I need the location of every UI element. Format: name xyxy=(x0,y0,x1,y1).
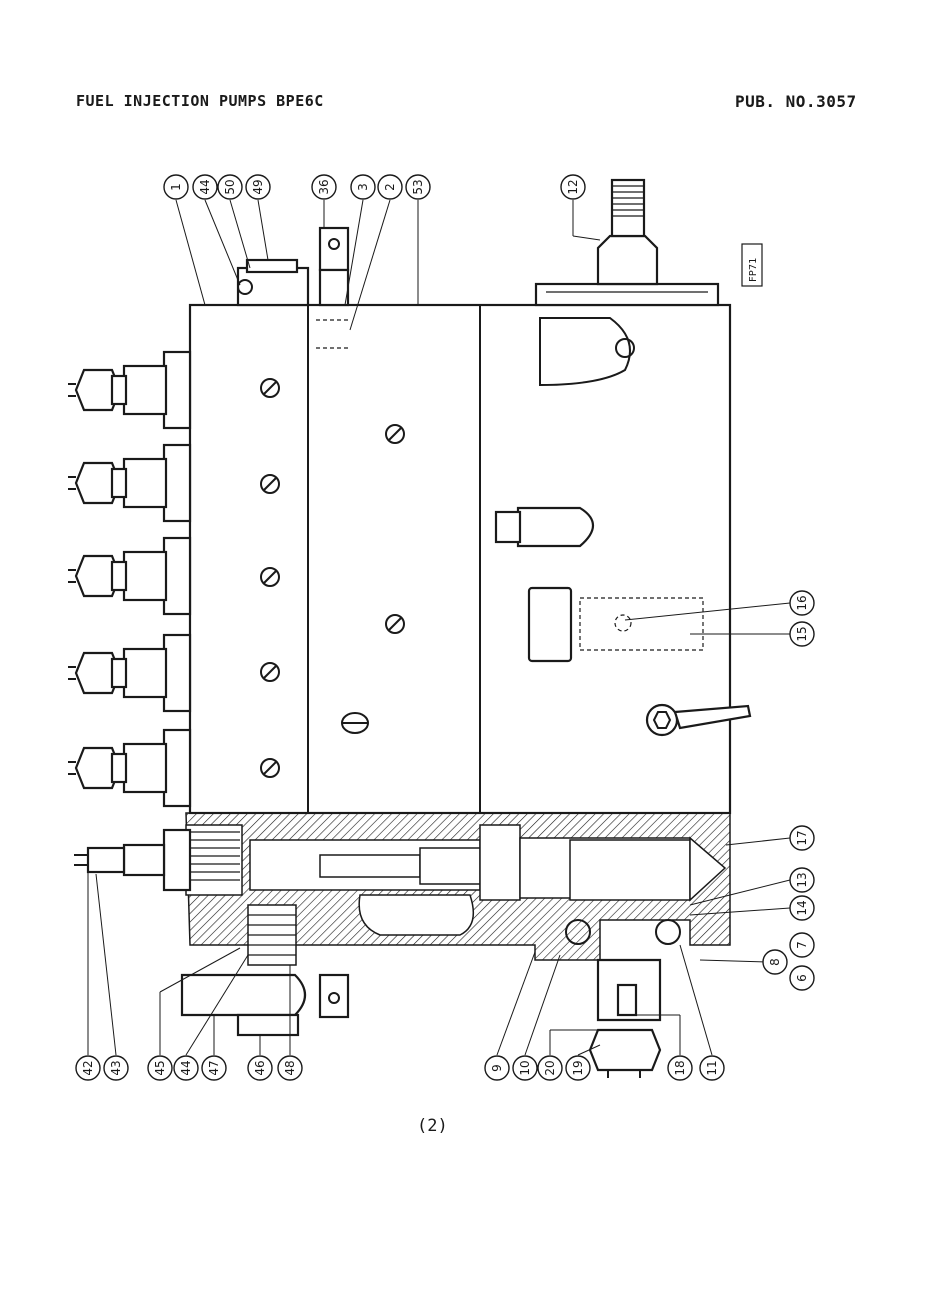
leader-lines xyxy=(87,199,791,1056)
callout-46: 46 xyxy=(247,1055,273,1081)
callout-53-label: 53 xyxy=(411,179,425,194)
callout-48: 48 xyxy=(277,1055,303,1081)
callout-12: 12 xyxy=(560,174,586,200)
callouts-right: 16 15 17 13 14 7 8 6 xyxy=(762,590,815,991)
body-screws xyxy=(260,378,405,778)
callout-12-label: 12 xyxy=(566,179,580,194)
drive-shaft-end xyxy=(588,958,662,1078)
callout-17-label: 17 xyxy=(795,830,809,845)
callout-49-label: 49 xyxy=(251,179,265,194)
callout-10: 10 xyxy=(512,1055,538,1081)
callout-2: 2 xyxy=(377,174,403,200)
callout-3: 3 xyxy=(350,174,376,200)
callout-19: 19 xyxy=(565,1055,591,1081)
outlet-3 xyxy=(68,536,192,616)
callout-45-label: 45 xyxy=(153,1060,167,1075)
callout-44-top: 44 xyxy=(192,174,218,200)
filter-plug xyxy=(494,506,595,548)
inspection-cover xyxy=(527,586,704,663)
callouts-top: 1 44 50 49 36 3 2 53 12 xyxy=(163,174,586,200)
callout-16: 16 xyxy=(789,590,815,616)
callout-18: 18 xyxy=(667,1055,693,1081)
callout-20: 20 xyxy=(537,1055,563,1081)
callout-46-label: 46 xyxy=(253,1060,267,1075)
outlet-4 xyxy=(68,633,192,713)
page-number: (2) xyxy=(417,1116,448,1136)
callouts-bottom: 42 43 45 44 47 46 48 9 10 20 19 18 11 xyxy=(75,1055,725,1081)
document-header-title: FUEL INJECTION PUMPS BPE6C xyxy=(76,92,324,110)
callout-42-label: 42 xyxy=(81,1060,95,1075)
callout-53: 53 xyxy=(405,174,431,200)
callout-19-label: 19 xyxy=(571,1060,585,1075)
callout-14-label: 14 xyxy=(795,900,809,915)
bracket-36 xyxy=(318,226,350,307)
callout-8-label: 8 xyxy=(768,958,782,966)
callout-13-label: 13 xyxy=(795,872,809,887)
callout-50-label: 50 xyxy=(223,179,237,194)
callout-36: 36 xyxy=(311,174,337,200)
callout-44-bottom: 44 xyxy=(173,1055,199,1081)
outlet-5 xyxy=(68,728,192,808)
callout-17: 17 xyxy=(789,825,815,851)
callout-7: 7 xyxy=(789,932,815,958)
overflow-valve-fitting xyxy=(74,828,192,892)
callout-44-top-label: 44 xyxy=(198,179,212,194)
callout-9-label: 9 xyxy=(490,1064,504,1072)
callout-36-label: 36 xyxy=(317,179,331,194)
callout-11: 11 xyxy=(699,1055,725,1081)
callout-15: 15 xyxy=(789,621,815,647)
callout-43-label: 43 xyxy=(109,1060,123,1075)
inlet-union-bottom xyxy=(180,973,350,1037)
cross-section-lower xyxy=(185,812,731,966)
callout-47-label: 47 xyxy=(207,1060,221,1075)
callout-49: 49 xyxy=(245,174,271,200)
outlet-1 xyxy=(68,350,192,430)
publication-number: PUB. NO.3057 xyxy=(735,92,857,111)
callout-8: 8 xyxy=(762,949,788,975)
callout-6-label: 6 xyxy=(795,974,809,982)
callout-11-label: 11 xyxy=(705,1060,719,1075)
callout-14: 14 xyxy=(789,895,815,921)
callout-44-bottom-label: 44 xyxy=(179,1060,193,1075)
callout-6: 6 xyxy=(789,965,815,991)
callout-9: 9 xyxy=(484,1055,510,1081)
figure-stamp-text: FP71 xyxy=(748,257,759,282)
callout-48-label: 48 xyxy=(283,1060,297,1075)
callout-43: 43 xyxy=(103,1055,129,1081)
callout-42: 42 xyxy=(75,1055,101,1081)
callout-47: 47 xyxy=(201,1055,227,1081)
outlet-2 xyxy=(68,443,192,523)
tachometer-drive-fitting xyxy=(596,178,659,286)
callout-20-label: 20 xyxy=(543,1060,557,1075)
callout-2-label: 2 xyxy=(383,183,397,191)
callout-15-label: 15 xyxy=(795,626,809,641)
callout-50: 50 xyxy=(217,174,243,200)
pump-housing xyxy=(188,282,732,815)
callout-7-label: 7 xyxy=(795,941,809,949)
figure-stamp: FP71 xyxy=(741,243,763,287)
callout-13: 13 xyxy=(789,867,815,893)
callout-3-label: 3 xyxy=(356,183,370,191)
delivery-valve-outlets xyxy=(68,350,192,808)
stop-lever xyxy=(645,703,752,737)
callout-10-label: 10 xyxy=(518,1060,532,1075)
callout-16-label: 16 xyxy=(795,595,809,610)
callout-18-label: 18 xyxy=(673,1060,687,1075)
callout-1: 1 xyxy=(163,174,189,200)
callout-1-label: 1 xyxy=(169,183,183,191)
bleed-screw-top xyxy=(236,258,310,307)
callout-45: 45 xyxy=(147,1055,173,1081)
